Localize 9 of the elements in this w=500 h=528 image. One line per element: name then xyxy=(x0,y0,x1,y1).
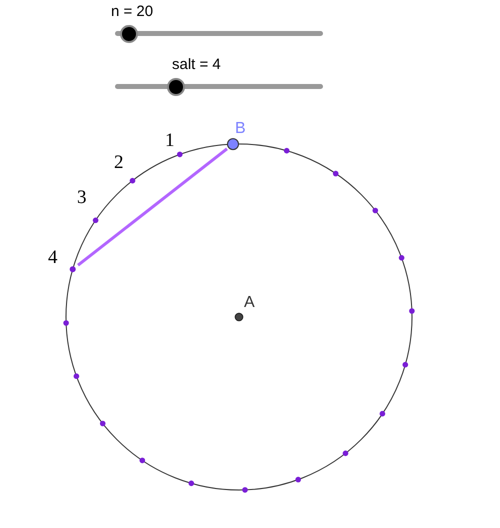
point-number: 2 xyxy=(114,153,124,172)
point-number: 3 xyxy=(77,188,86,207)
slider-label: salt = 4 xyxy=(172,57,221,72)
slider-label: n = 20 xyxy=(111,4,154,19)
point-label: A xyxy=(244,295,255,311)
point-label: 4 xyxy=(48,248,58,267)
point-label: B xyxy=(235,121,246,137)
point-number: 1 xyxy=(165,131,174,150)
line-segment xyxy=(77,148,228,266)
